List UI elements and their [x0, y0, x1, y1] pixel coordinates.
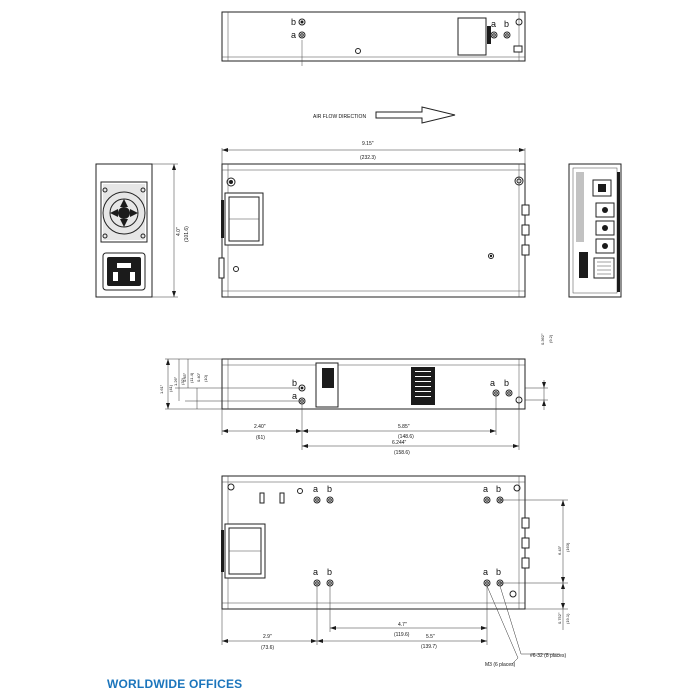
side-view-outline	[221, 358, 526, 410]
rear-end-view	[568, 163, 622, 298]
side-d1-mm: (41)	[168, 384, 173, 392]
callout-m3: M3 (6 places)	[485, 662, 516, 668]
bottom-label-a-3: a	[313, 567, 318, 577]
bottom-label-b-1: b	[327, 484, 332, 494]
bottom-label-b-4: b	[496, 567, 501, 577]
length-in: 9.15"	[362, 141, 374, 147]
bottom-label-a-2: a	[483, 484, 488, 494]
bottom-v1-in: 6.43"	[557, 545, 562, 555]
airflow-arrow-icon	[375, 106, 456, 124]
fan-height-in: 4.0"	[176, 227, 182, 236]
bottom-label-b-2: b	[496, 484, 501, 494]
bottom-v1-mm: (163)	[565, 542, 570, 552]
side-d5-mm: (9.2)	[548, 334, 553, 343]
side-h3-mm: (158.6)	[394, 450, 410, 456]
bottom-h3-in: 5.5"	[426, 634, 435, 640]
top-hole-b	[298, 18, 306, 26]
rear-end-outline	[568, 163, 622, 298]
side-d4-in: 0.40"	[196, 372, 201, 382]
bottom-h2-mm: (119.6)	[394, 632, 410, 638]
bottom-h3-mm: (139.7)	[421, 644, 437, 650]
fan-height-mm: (101.6)	[184, 226, 190, 242]
bottom-label-b-3: b	[327, 567, 332, 577]
bottom-view-outline	[221, 475, 526, 610]
airflow-indicator: AIR FLOW DIRECTION	[313, 106, 456, 124]
top-hole-a	[298, 31, 306, 39]
side-d1-in: 1.61"	[159, 384, 164, 394]
side-h3-in: 6.244"	[392, 440, 407, 446]
side-label-b-left: b	[292, 378, 297, 388]
bottom-h1-mm: (73.6)	[261, 645, 274, 651]
side-d5-in: 0.362"	[540, 333, 545, 345]
length-mm: (232.3)	[360, 155, 376, 161]
side-d4-mm: (10)	[203, 374, 208, 382]
top-view: b a a b	[221, 11, 526, 66]
bottom-label-a-1: a	[313, 484, 318, 494]
footer-title: WORLDWIDE OFFICES	[107, 677, 243, 691]
top-label-b-left: b	[291, 17, 296, 27]
top-label-b-right: b	[504, 19, 509, 29]
side-label-a-right: a	[490, 378, 495, 388]
side-label-b-right: b	[504, 378, 509, 388]
side-h1-in: 2.40"	[254, 424, 266, 430]
top-label-a-right: a	[491, 19, 496, 29]
side-d2-in: 1.26"	[173, 376, 178, 386]
side-d3-mm: (11.4)	[189, 372, 194, 383]
side-label-a-left: a	[292, 391, 297, 401]
bottom-v2-mm: (19.1)	[565, 613, 570, 624]
ac-inlet-icon	[102, 252, 146, 291]
side-view: b a a b 1.61" (41) 1.26" (32) 0.45" (11.…	[159, 333, 553, 456]
bottom-label-a-4: a	[483, 567, 488, 577]
side-d3-in: 0.45"	[182, 372, 187, 382]
front-view: 9.15" (232.3)	[218, 141, 530, 298]
top-label-plate	[457, 17, 487, 56]
bottom-view: a b a b a b a b 2.9" (73.6) 4.7" (119.6)…	[221, 475, 570, 668]
side-h2-in: 5.85"	[398, 424, 410, 430]
side-h1-mm: (61)	[256, 435, 265, 441]
bottom-h1-in: 2.9"	[263, 634, 272, 640]
side-h2-mm: (148.6)	[398, 434, 414, 440]
bottom-v2-in: 0.752"	[557, 612, 562, 624]
bottom-h2-in: 4.7"	[398, 622, 407, 628]
callout-screw: #6-32 (8 places)	[530, 653, 566, 659]
fan-end-view: 4.0" (101.6)	[95, 163, 190, 298]
top-label-a-left: a	[291, 30, 296, 40]
front-view-outline	[221, 163, 526, 298]
airflow-label: AIR FLOW DIRECTION	[313, 114, 366, 120]
top-view-outline	[221, 11, 526, 62]
fan-end-outline	[95, 163, 153, 298]
fan-icon	[102, 191, 146, 235]
side-d2-mm: (32)	[180, 377, 185, 385]
